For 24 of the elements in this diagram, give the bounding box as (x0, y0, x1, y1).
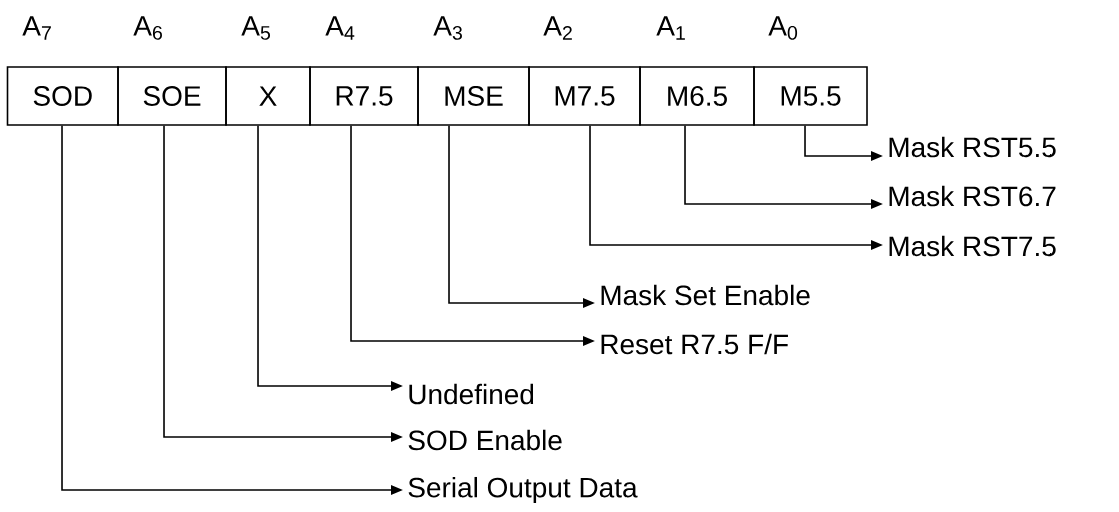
bit-description: Mask RST5.5 (889, 136, 1056, 158)
register-cell: R7.5 (309, 66, 419, 126)
register-cell: M5.5 (753, 66, 868, 126)
bit-description: Reset R7.5 F/F (601, 333, 788, 355)
register-cell: M6.5 (639, 66, 755, 126)
bit-label: A$_{1}$ (656, 16, 685, 40)
bit-label: A$_{5}$ (241, 16, 271, 40)
bit-description: Serial Output Data (408, 476, 638, 504)
bit-label: A$_{7}$ (22, 16, 51, 40)
register-cell: MSE (417, 66, 530, 126)
bit-label: A$_{3}$ (433, 16, 462, 40)
register-cell: SOD (6, 66, 119, 126)
bit-description: Mask RST7.5 (889, 235, 1056, 257)
register-cell: X (225, 66, 311, 126)
bit-label: A$_{6}$ (133, 16, 162, 40)
register-cell: M7.5 (528, 66, 641, 126)
bit-description: Undefined (409, 383, 534, 405)
register-cell: SOE (117, 66, 227, 126)
bit-label: A$_{0}$ (768, 16, 798, 40)
bit-label: A$_{4}$ (325, 16, 355, 40)
bit-description: SOD Enable (408, 429, 562, 451)
bit-description: Mask Set Enable (601, 284, 810, 306)
bit-label: A$_{2}$ (543, 16, 572, 40)
bit-description: Mask RST6.7 (889, 185, 1056, 207)
